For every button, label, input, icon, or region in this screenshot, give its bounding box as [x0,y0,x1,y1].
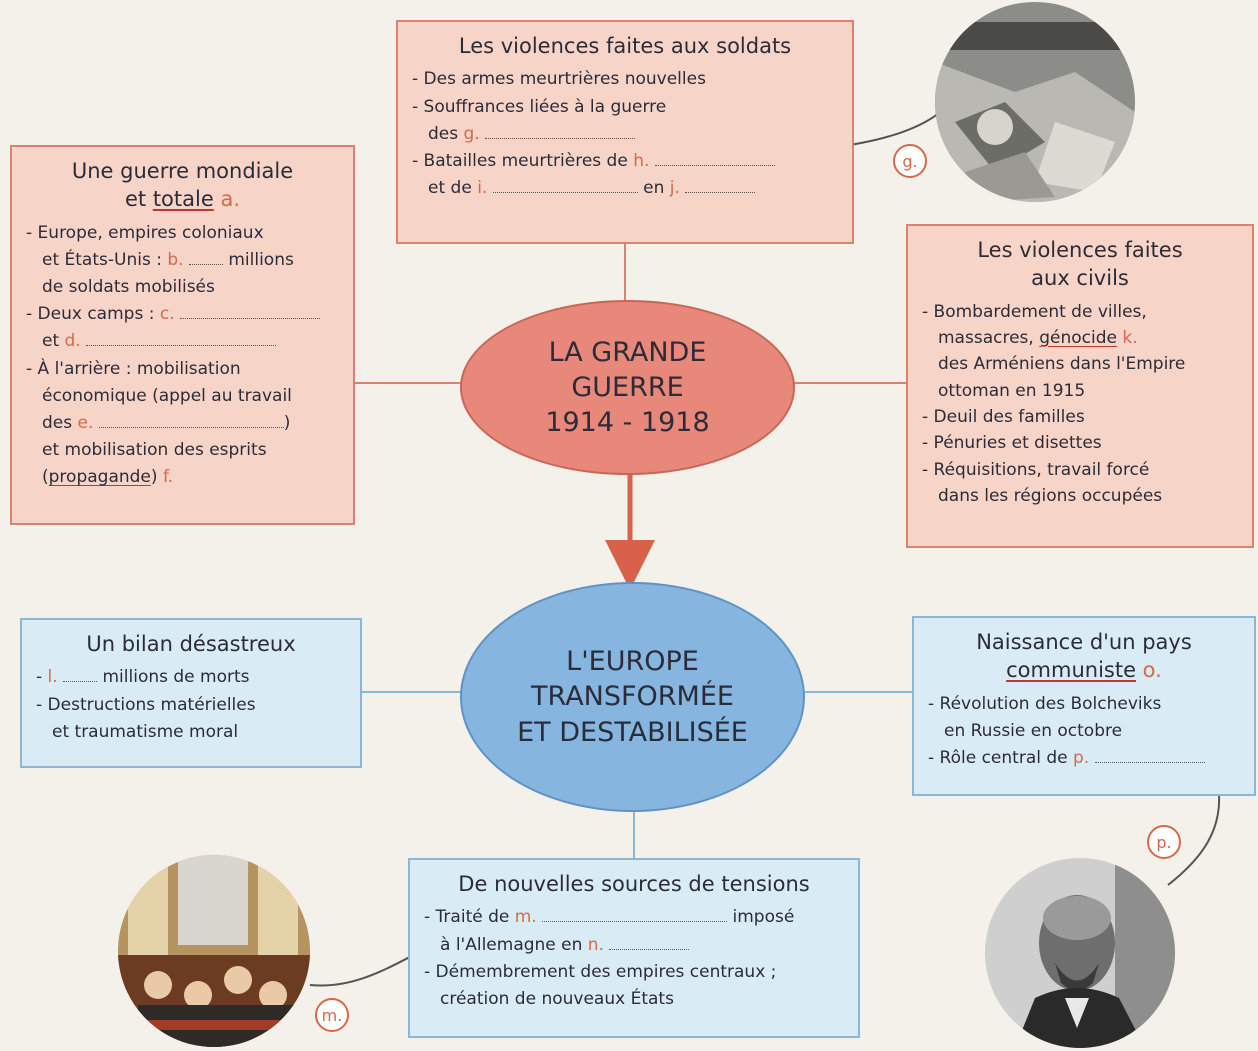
fill-blank[interactable] [86,333,277,347]
trench-photo [935,2,1135,202]
list-item: Bombardement de villes, massacres, génoc… [922,299,1238,404]
list-item: Souffrances liées à la guerre des g. [412,94,838,148]
list-item: l. millions de morts [36,664,346,691]
tensions-title: De nouvelles sources de tensions [458,872,810,896]
tensions-list: Traité de m. imposé à l'Allemagne en n. … [424,904,844,1013]
treaty-painting [118,855,310,1047]
list-item: Traité de m. imposé à l'Allemagne en n. [424,904,844,958]
tag-p: p. [1147,825,1181,859]
fill-blank[interactable] [63,669,98,683]
tag-g: g. [893,144,927,178]
list-item: À l'arrière : mobilisation économique (a… [26,356,339,492]
fill-blank[interactable] [485,126,636,139]
communist-title: Naissance d'un pays communiste o. [976,630,1192,683]
list-item: Deuil des familles [922,404,1238,430]
center-oval-europe: L'EUROPE TRANSFORMÉE ET DESTABILISÉE [460,582,805,812]
war-total-box: Une guerre mondiale et totale a. Europe,… [10,145,355,525]
list-item: Rôle central de p. [928,745,1240,772]
bilan-list: l. millions de morts Destructions matéri… [36,664,346,746]
list-item: Pénuries et disettes [922,430,1238,456]
fill-blank[interactable] [1094,750,1205,764]
fill-blank[interactable] [492,180,638,194]
war-total-title: Une guerre mondiale et totale a. [71,159,294,212]
list-item: Europe, empires coloniaux et États-Unis … [26,220,339,302]
tensions-box: De nouvelles sources de tensions Traité … [408,858,860,1038]
communist-box: Naissance d'un pays communiste o. Révolu… [912,616,1256,796]
bilan-title: Un bilan désastreux [86,632,296,656]
list-item: Des armes meurtrières nouvelles [412,66,838,93]
list-item: Batailles meurtrières de h. et de i. en … [412,148,838,202]
fill-blank[interactable] [685,180,756,194]
list-item: Deux camps : c. et d. [26,301,339,355]
war-total-list: Europe, empires coloniaux et États-Unis … [26,220,339,492]
fill-blank[interactable] [188,252,223,265]
tag-m: m. [315,998,349,1032]
soldiers-box: Les violences faites aux soldats Des arm… [396,20,854,244]
center-oval-great-war: LA GRANDE GUERRE 1914 - 1918 [460,300,795,475]
list-item: Démembrement des empires centraux ;créat… [424,959,844,1013]
bilan-box: Un bilan désastreux l. millions de morts… [20,618,362,768]
civilians-list: Bombardement de villes, massacres, génoc… [922,299,1238,510]
portrait-photo [985,858,1175,1048]
fill-blank[interactable] [98,415,284,428]
soldiers-title: Les violences faites aux soldats [458,34,792,58]
fill-blank[interactable] [609,937,690,950]
fill-blank[interactable] [542,909,728,923]
soldiers-list: Des armes meurtrières nouvelles Souffran… [412,66,838,202]
fill-blank[interactable] [654,153,775,166]
fill-blank[interactable] [180,306,321,320]
